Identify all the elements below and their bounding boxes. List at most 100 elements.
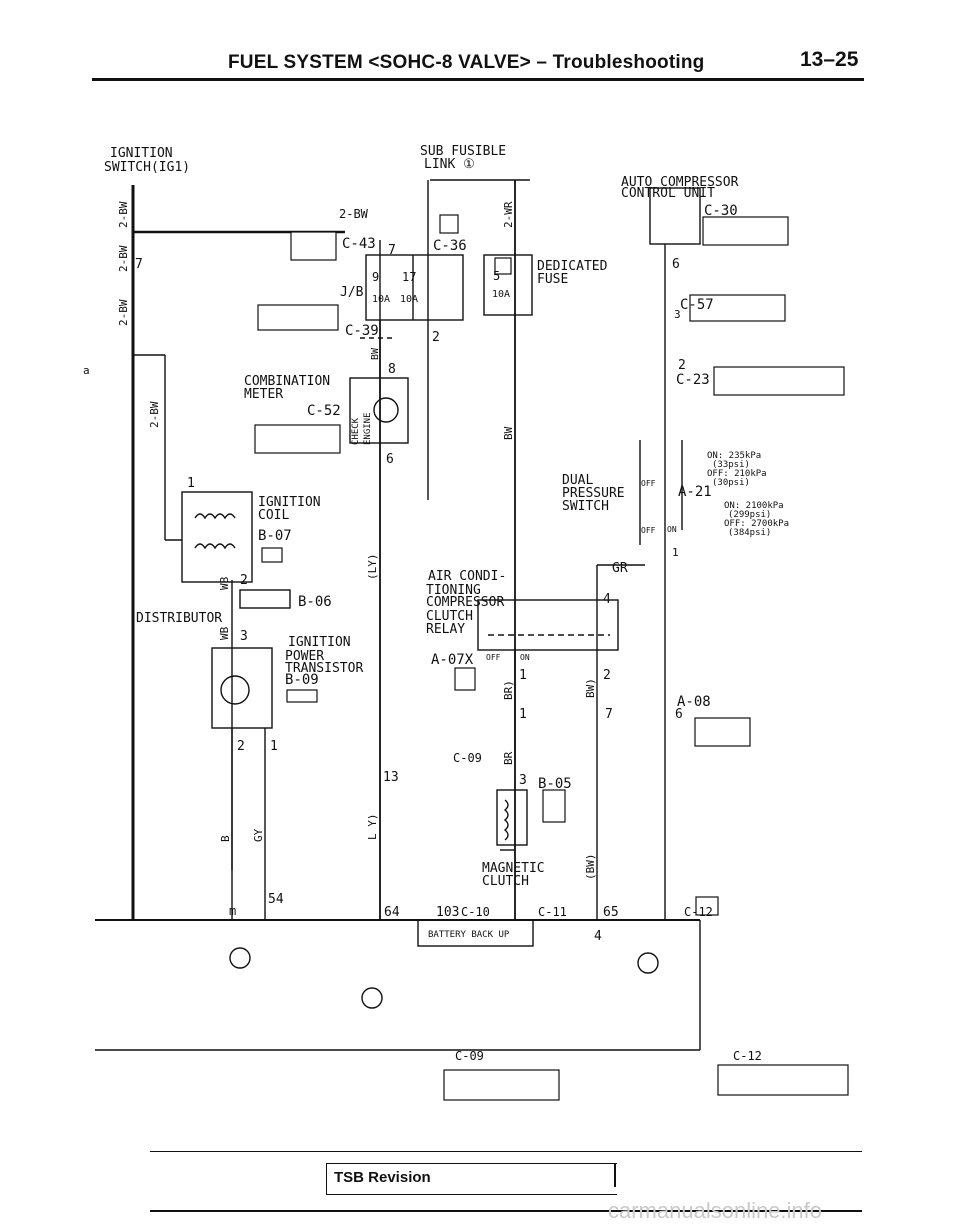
conn-b06: B-06 (298, 594, 332, 610)
pin-6a: 6 (386, 452, 394, 467)
power-transistor-2: POWER (285, 649, 324, 664)
sub-fusible-link-2: LINK ① (424, 157, 475, 172)
switch-off-label-2: OFF (641, 526, 656, 535)
conn-c09-b: C-09 (455, 1049, 484, 1063)
conn-c57: C-57 (680, 297, 714, 313)
dedicated-fuse-1: DEDICATED (537, 259, 608, 274)
tsb-box (326, 1163, 617, 1195)
ignition-switch-label-2: SWITCH(IG1) (104, 160, 190, 175)
wire-gy: GY (252, 828, 265, 842)
pressure-note-5: ON: 2100kPa (724, 501, 784, 511)
check-engine-2: ENGINE (363, 412, 373, 445)
dual-pressure-1: DUAL (562, 473, 593, 488)
tsb-revision-label: TSB Revision (334, 1169, 431, 1186)
pin-103: 103 (436, 905, 459, 920)
conn-b07: B-07 (258, 528, 292, 544)
pressure-note-3: OFF: 210kPa (707, 469, 767, 479)
power-transistor-1: IGNITION (288, 635, 351, 650)
pin-8: 8 (388, 362, 396, 377)
wire-two-bw-3: 2-BW (117, 299, 130, 326)
check-engine-1: CHECK (351, 417, 361, 445)
pin-5a: 5 (493, 269, 500, 283)
ac-relay-2: TIONING (426, 583, 481, 598)
wire-br-2: BR (502, 751, 515, 765)
conn-b05: B-05 (538, 776, 572, 792)
fuse-10a-3: 10A (492, 289, 510, 300)
pin-2e: 2 (678, 358, 686, 373)
ignition-coil-1: IGNITION (258, 495, 321, 510)
pin-1c: 1 (519, 668, 527, 683)
pin-1a: 1 (187, 476, 195, 491)
page-footer: TSB Revision carmanualsonline.info (0, 1148, 960, 1223)
switch-off-label: OFF (641, 479, 656, 488)
fuse-10a-2: 10A (400, 294, 418, 305)
pin-2c: 2 (432, 330, 440, 345)
watermark: carmanualsonline.info (608, 1198, 823, 1223)
pin-65: 65 (603, 905, 619, 920)
wire-two-bw-1: 2-BW (117, 201, 130, 228)
pressure-note-6: (299psi) (728, 510, 771, 520)
pressure-note-8: (384psi) (728, 528, 771, 538)
wire-br-1: BR) (502, 680, 515, 700)
pin-1b: 1 (270, 739, 278, 754)
conn-c36: C-36 (433, 238, 467, 254)
conn-c12: C-12 (684, 905, 713, 919)
pressure-note-1: ON: 235kPa (707, 451, 761, 461)
relay-on-label: ON (520, 653, 530, 662)
pin-2d: 2 (603, 668, 611, 683)
conn-c39: C-39 (345, 323, 379, 339)
wire-ly-1: (LY) (366, 554, 379, 581)
wiring-diagram: IGNITION SWITCH(IG1) SUB FUSIBLE LINK ① … (83, 144, 849, 1101)
ac-relay-1: AIR CONDI- (428, 569, 506, 584)
pin-2a: 2 (240, 573, 248, 588)
wire-wb-2: WB (218, 626, 231, 640)
pin-7b: 7 (388, 243, 396, 258)
wire-two-wr: 2-WR (502, 201, 515, 228)
page-number: 13–25 (800, 48, 859, 71)
pin-a: a (83, 364, 90, 377)
footer-rule (150, 1151, 862, 1152)
magnetic-clutch-1: MAGNETIC (482, 861, 545, 876)
conn-c11: C-11 (538, 905, 567, 919)
relay-off-label: OFF (486, 653, 501, 662)
pin-13: 13 (383, 770, 399, 785)
ac-relay-5: RELAY (426, 622, 465, 637)
conn-c52: C-52 (307, 403, 341, 419)
sub-fusible-link-1: SUB FUSIBLE (420, 144, 506, 159)
pin-54: 54 (268, 892, 284, 907)
fuse-10a-1: 10A (372, 294, 390, 305)
ignition-switch-label-1: IGNITION (110, 146, 173, 161)
battery-backup-label: BATTERY BACK UP (428, 930, 510, 940)
pin-64: 64 (384, 905, 400, 920)
auto-compressor-1: AUTO COMPRESSOR (621, 175, 739, 190)
page-header: FUEL SYSTEM <SOHC-8 VALVE> – Troubleshoo… (0, 0, 960, 90)
auto-compressor-2: CONTROL UNIT (621, 186, 715, 201)
pin-3c: 3 (674, 308, 681, 321)
conn-a07x: A-07X (431, 652, 474, 668)
pin-6c: 6 (675, 707, 683, 722)
switch-on-label: ON (667, 525, 677, 534)
pin-4b: 4 (594, 929, 602, 944)
pressure-note-7: OFF: 2700kPa (724, 519, 789, 529)
wire-bw-4: (BW) (584, 854, 597, 881)
pin-3b: 3 (519, 773, 527, 788)
conn-a08: A-08 (677, 694, 711, 710)
pin-1e: 1 (672, 546, 679, 559)
conn-a21: A-21 (678, 484, 712, 500)
pin-1d: 1 (519, 707, 527, 722)
pin-7c: 7 (605, 707, 613, 722)
pin-9: 9 (372, 270, 379, 284)
page-title: FUEL SYSTEM <SOHC-8 VALVE> – Troubleshoo… (228, 52, 705, 73)
ac-relay-3: COMPRESSOR (426, 595, 504, 610)
conn-c09: C-09 (453, 751, 482, 765)
ignition-coil-2: COIL (258, 508, 289, 523)
distributor-label: DISTRIBUTOR (136, 611, 222, 626)
power-transistor-3: TRANSISTOR (285, 661, 363, 676)
jb-label: J/B (340, 285, 364, 300)
wire-gr-label: GR (612, 561, 628, 576)
tsb-box-end (614, 1163, 616, 1187)
wire-b: B (219, 835, 232, 842)
conn-c10: C-10 (461, 905, 490, 919)
footer-base-rule (150, 1210, 862, 1212)
pin-4a: 4 (603, 592, 611, 607)
